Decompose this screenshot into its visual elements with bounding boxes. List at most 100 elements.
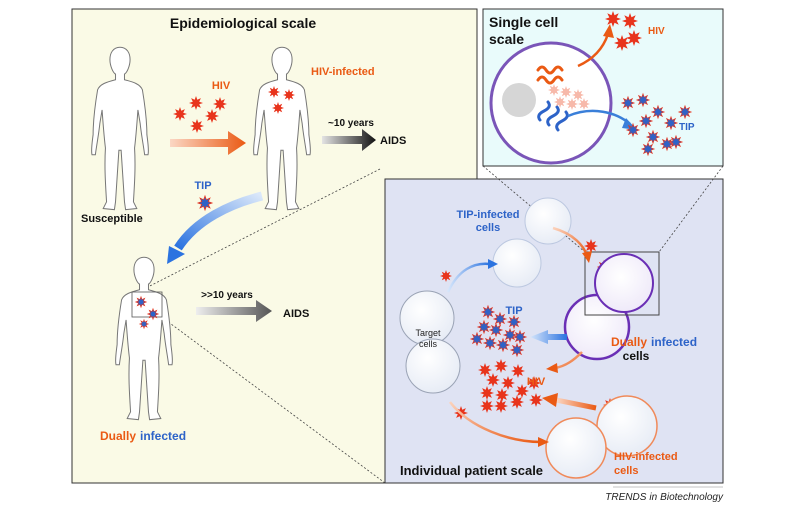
aids-label: AIDS [380, 135, 406, 147]
ten-years-label: ~10 years [328, 118, 374, 129]
tip-virion-icon [679, 106, 691, 118]
infection-arrow [170, 131, 246, 155]
zoom-region-box [131, 291, 163, 318]
hiv-virion-icon [605, 11, 621, 27]
tip-virion-icon [622, 97, 634, 109]
hiv-virion-icon [584, 239, 598, 253]
hiv-virion-icon [494, 399, 508, 413]
hiv-to-target-arrowhead [538, 437, 549, 447]
dually-cells-word: cells [623, 349, 650, 363]
tip-release-patient-arrow [530, 330, 567, 344]
aids2-label: AIDS [283, 308, 309, 320]
tip-virion-icon [140, 320, 148, 328]
hiv-infected-cells-label-2: cells [614, 465, 638, 477]
tip-transmission-arrowhead [167, 246, 185, 264]
hiv-virion-icon [515, 384, 529, 398]
hiv-virion-icon [190, 119, 204, 133]
hiv-virion-icon [478, 363, 492, 377]
hiv-virion-icon [511, 364, 525, 378]
tip-virion-icon [661, 138, 673, 150]
superinfection-arrowhead [582, 251, 592, 263]
zoom-line-upper [137, 168, 381, 293]
tip-infected-cells-label-1: TIP-infected [457, 209, 520, 221]
hiv-virion-icon [614, 35, 630, 51]
hiv-release-from-infected-arrowhead [542, 393, 558, 407]
tip-infected-cell-2 [492, 238, 542, 288]
hiv-virion-icon [189, 96, 203, 110]
hiv-genome-icon [536, 65, 564, 75]
hiv-virion-icon [495, 388, 509, 402]
gg-ten-years-label: >>10 years [201, 290, 253, 301]
single-cell-tip-label: TIP [679, 122, 695, 133]
single-cell-title-line2: scale [489, 31, 524, 47]
hiv-virion-icon [494, 359, 508, 373]
tip-virion-icon [490, 324, 502, 336]
tip-virion-icon [637, 94, 649, 106]
tip-infected-cells-label-2: cells [476, 222, 500, 234]
hiv-virion-icon [480, 386, 494, 400]
tip-virion-icon [199, 197, 211, 209]
tip-virion-icon [642, 143, 654, 155]
tip-virion-icon [136, 297, 146, 307]
hiv-virion-icon [480, 399, 494, 413]
epi-title: Epidemiological scale [170, 15, 316, 31]
hiv-release-arrow [577, 33, 610, 68]
tip-virion-icon [497, 339, 509, 351]
tip-virion-icon [647, 131, 659, 143]
hiv-virion-icon [501, 376, 515, 390]
progression-arrow [322, 129, 376, 151]
susceptible-label: Susceptible [81, 213, 143, 225]
patient-tip-label: TIP [505, 305, 522, 317]
single-cell-title-line1: Single cell [489, 14, 558, 30]
hiv-virion-icon [213, 97, 227, 111]
tip-to-target-arrowhead [488, 259, 498, 269]
cell-nucleus [502, 83, 536, 117]
slow-progression-arrow [196, 300, 272, 322]
tip-virion-icon [504, 329, 516, 341]
tip-virion-icon [514, 331, 526, 343]
tip-virion-icon [511, 344, 523, 356]
hiv-virion-inner-icon [560, 86, 572, 98]
hiv-virion-icon [268, 86, 280, 98]
epi-hiv-label: HIV [212, 80, 231, 92]
tip-to-target-arrow [446, 262, 491, 293]
tip-virion-icon [471, 333, 483, 345]
hiv-release-from-infected-arrow [555, 397, 597, 411]
hiv-virion-icon [622, 13, 638, 29]
tip-transmission-arrow [174, 191, 264, 251]
patient-hiv-label: HIV [527, 376, 546, 388]
tip-genome-icon [537, 100, 551, 122]
hiv-virion-inner-icon [578, 98, 590, 110]
zoom-line-cell-right [658, 165, 724, 253]
tip-virion-icon [627, 124, 639, 136]
epi-hiv-infected-label: HIV-infected [311, 66, 375, 78]
hiv-infected-cell-2 [545, 417, 607, 479]
tip-virion-icon [494, 313, 506, 325]
hiv-release-arrowhead [603, 24, 614, 38]
patient-title: Individual patient scale [400, 463, 543, 478]
tip-virion-icon [482, 306, 494, 318]
hiv-virion-inner-icon [554, 96, 566, 108]
epi-tip-label: TIP [194, 180, 211, 192]
tip-genome-icon-3 [555, 110, 569, 132]
hiv-release-patient-arrowhead [546, 363, 558, 373]
hiv-virion-inner-icon [572, 89, 584, 101]
hiv-virion-inner-icon [566, 98, 578, 110]
tip-virion-icon [478, 321, 490, 333]
tip-virion-icon [484, 337, 496, 349]
tip-infected-cell-1 [524, 197, 572, 245]
hiv-virion-icon [527, 376, 541, 390]
zoom-region-box-cell [584, 251, 660, 316]
hiv-virion-icon [173, 107, 187, 121]
hiv-to-target-arrow [449, 401, 542, 444]
tip-virion-icon [652, 106, 664, 118]
hiv-release-patient-arrow [554, 351, 583, 370]
single-cell-membrane [489, 41, 613, 165]
target-cell-2 [405, 338, 461, 394]
hiv-virion-icon [283, 89, 295, 101]
hiv-virion-icon [205, 109, 219, 123]
single-cell-hiv-label: HIV [648, 26, 665, 37]
